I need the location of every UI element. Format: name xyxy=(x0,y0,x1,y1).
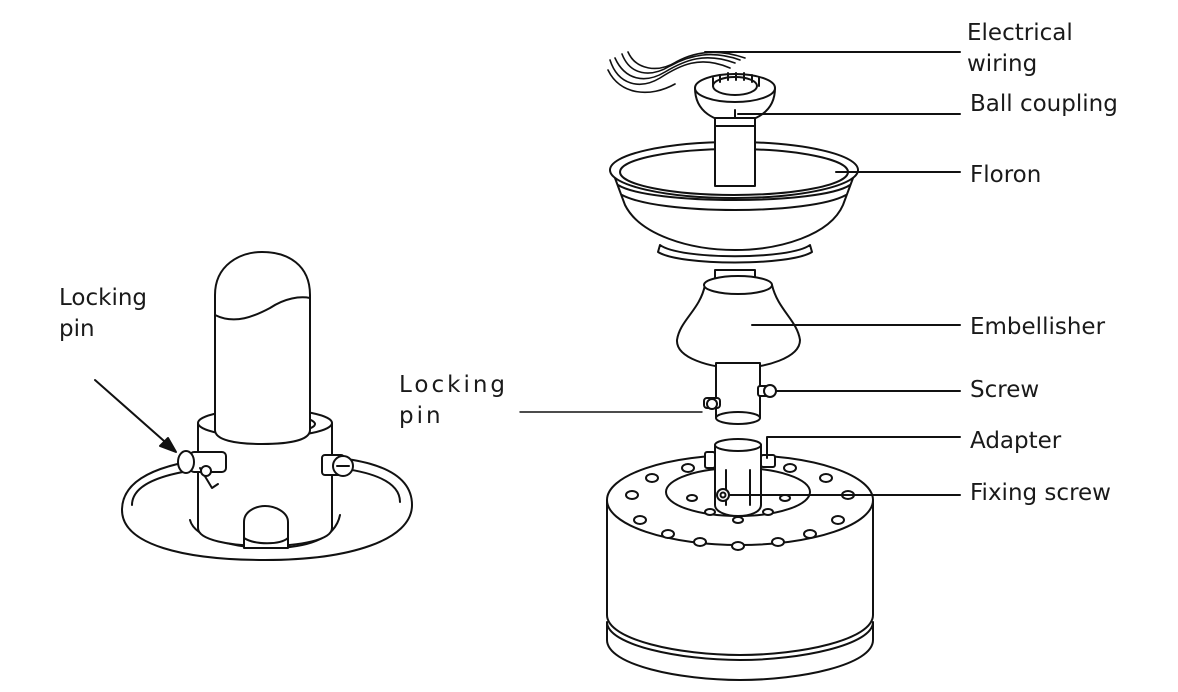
leader-lines xyxy=(519,51,961,496)
label-electrical-wiring: Electrical wiring xyxy=(967,18,1073,80)
downrod-shine xyxy=(214,296,311,321)
ball-coupling-teeth xyxy=(712,72,760,87)
locking-pin-left-part xyxy=(177,450,227,489)
label-embellisher: Embellisher xyxy=(970,314,1106,340)
label-fixing-screw: Fixing screw xyxy=(970,480,1111,506)
adapter xyxy=(714,444,762,517)
collar-slot-bottom xyxy=(243,537,289,545)
embellisher xyxy=(675,284,801,369)
floron-band-2 xyxy=(621,194,847,211)
floron-bottom-lip xyxy=(657,244,813,264)
label-locking-pin-center-line1: Locking xyxy=(399,372,509,398)
assembled-detail-view xyxy=(94,251,413,561)
label-screw: Screw xyxy=(970,377,1040,403)
screw-center-part xyxy=(757,384,777,398)
label-ball-coupling: Ball coupling xyxy=(970,91,1118,117)
label-locking-pin-left: Locking pin xyxy=(59,283,147,345)
label-electrical-wiring-line2: wiring xyxy=(967,51,1038,77)
adapter-top xyxy=(714,438,762,452)
fixing-screw-part xyxy=(716,488,730,502)
motor-housing-bottom-ring xyxy=(606,621,874,681)
downrod-lower-bottom xyxy=(715,411,761,425)
downrod-through-floron xyxy=(714,125,756,187)
label-locking-pin-left-line1: Locking xyxy=(59,285,148,311)
electrical-wires xyxy=(607,51,746,94)
screw-right-part xyxy=(321,454,354,477)
label-locking-pin-center-line2: pin xyxy=(399,403,444,429)
locking-pin-arrowhead xyxy=(159,437,177,453)
label-locking-pin-left-line2: pin xyxy=(59,316,95,342)
leader-adapter xyxy=(766,436,961,459)
label-floron: Floron xyxy=(970,162,1042,188)
exploded-view xyxy=(606,51,874,681)
downrod-lower xyxy=(715,362,761,419)
locking-pin-center-part xyxy=(703,397,721,410)
collar-front-slot xyxy=(243,505,289,549)
motor-housing-holes xyxy=(625,463,855,551)
floron-band xyxy=(617,184,851,201)
downrod-top xyxy=(214,251,311,445)
embellisher-top xyxy=(703,275,773,295)
label-electrical-wiring-line1: Electrical xyxy=(967,20,1073,46)
label-adapter: Adapter xyxy=(970,428,1062,454)
label-locking-pin-center: Locking pin xyxy=(399,370,508,432)
locking-pin-leader-left xyxy=(94,379,173,449)
